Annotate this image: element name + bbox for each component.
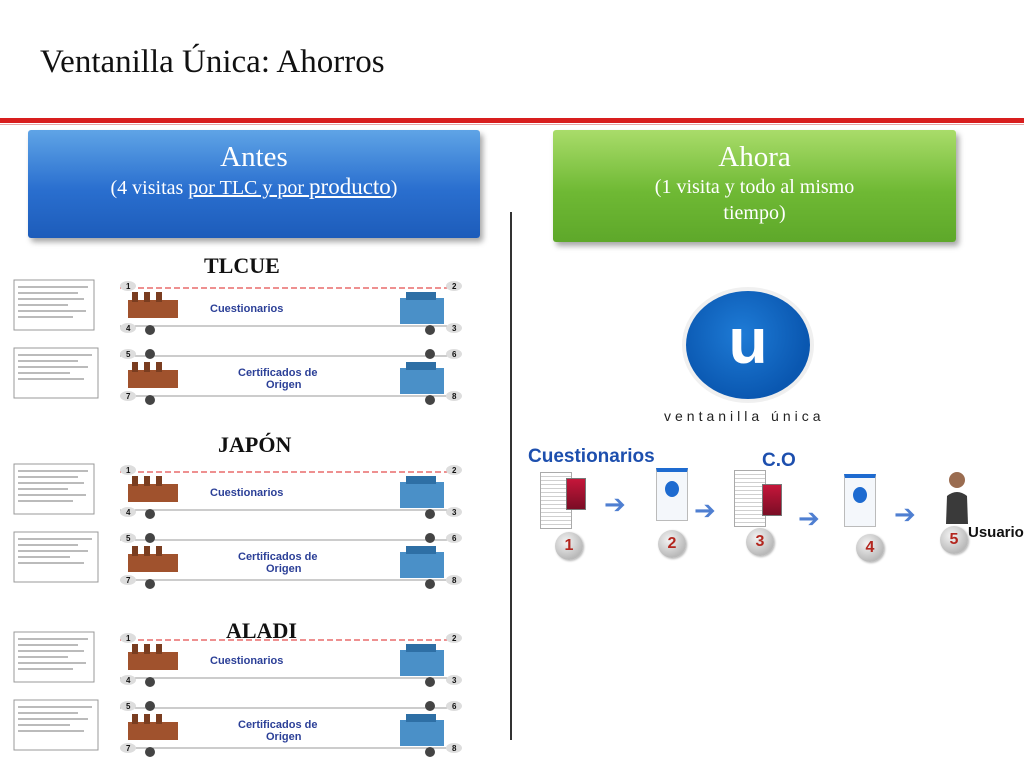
svg-text:5: 5 xyxy=(126,350,131,359)
column-divider xyxy=(510,212,512,740)
svg-text:8: 8 xyxy=(452,576,457,585)
flow-co-label: C.O xyxy=(762,450,796,471)
antes-subtitle: (4 visitas por TLC y por producto) xyxy=(28,174,480,201)
diagram-certificados-label: Certificados de xyxy=(238,367,317,379)
flow-arrow-1-icon: ➔ xyxy=(604,490,626,520)
svg-text:4: 4 xyxy=(126,508,131,517)
ventanilla-form-icon-2 xyxy=(844,474,876,527)
svg-text:6: 6 xyxy=(452,534,457,543)
flow-arrow-3-icon: ➔ xyxy=(798,504,820,534)
flow-step-3: 3 xyxy=(746,528,774,556)
flow-step-2: 2 xyxy=(658,530,686,558)
ahora-sub-line2: tiempo) xyxy=(723,202,786,224)
antes-sub-underlined: por TLC y por xyxy=(188,177,310,199)
svg-text:6: 6 xyxy=(452,350,457,359)
diagram-origen-label: Origen xyxy=(266,379,302,391)
svg-text:1: 1 xyxy=(126,634,131,643)
antes-sub-prefix: (4 visitas xyxy=(110,177,189,199)
antes-box: Antes (4 visitas por TLC y por producto) xyxy=(28,130,480,238)
svg-text:4: 4 xyxy=(126,676,131,685)
factory-icon xyxy=(128,476,178,572)
svg-text:2: 2 xyxy=(452,282,457,291)
flow-cuestionarios-label: Cuestionarios xyxy=(528,446,655,467)
section-label-japon: JAPÓN xyxy=(218,432,292,457)
svg-text:8: 8 xyxy=(452,744,457,753)
title-divider-shadow xyxy=(0,124,1024,125)
svg-text:3: 3 xyxy=(452,508,457,517)
flow-step-1: 1 xyxy=(555,532,583,560)
flow-usuario-label: Usuario xyxy=(968,524,1024,541)
diagram-1: 1 2 3 4 5 6 7 8 Cuestionarios Certificad… xyxy=(10,462,485,612)
flow-arrow-2-icon: ➔ xyxy=(694,496,716,526)
ventanilla-form-icon-1 xyxy=(656,468,688,521)
svg-text:5: 5 xyxy=(126,534,131,543)
factory-icon xyxy=(128,644,178,740)
diagram-cuestionarios-label: Cuestionarios xyxy=(210,487,283,499)
svg-text:6: 6 xyxy=(452,702,457,711)
svg-text:4: 4 xyxy=(126,324,131,333)
diagram-origen-label: Origen xyxy=(266,731,302,743)
building-icon xyxy=(400,292,444,394)
svg-text:7: 7 xyxy=(126,576,131,585)
diagram-certificados-label: Certificados de xyxy=(238,551,317,563)
diagram-certificados-label: Certificados de xyxy=(238,719,317,731)
svg-text:7: 7 xyxy=(126,744,131,753)
ventanilla-logo-icon: u xyxy=(686,291,810,399)
building-icon xyxy=(400,644,444,746)
flow-arrow-4-icon: ➔ xyxy=(894,500,916,530)
antes-heading: Antes xyxy=(220,141,288,173)
svg-text:3: 3 xyxy=(452,676,457,685)
svg-text:2: 2 xyxy=(452,466,457,475)
svg-text:3: 3 xyxy=(452,324,457,333)
ahora-heading: Ahora xyxy=(718,141,791,173)
ahora-sub-line1: (1 visita y todo al mismo xyxy=(654,176,855,198)
paper-docs-icon xyxy=(13,631,99,751)
svg-text:1: 1 xyxy=(126,466,131,475)
certificate-doc-icon xyxy=(734,470,766,527)
title-divider xyxy=(0,118,1024,123)
svg-text:5: 5 xyxy=(126,702,131,711)
flow-step-4: 4 xyxy=(856,534,884,562)
svg-text:2: 2 xyxy=(452,634,457,643)
building-icon xyxy=(400,476,444,578)
antes-sub-producto: producto xyxy=(309,174,391,199)
paper-docs-icon xyxy=(13,279,99,399)
diagram-cuestionarios-label: Cuestionarios xyxy=(210,655,283,667)
user-icon xyxy=(944,470,970,524)
person-icons xyxy=(145,509,435,589)
questionnaire-red-doc-icon xyxy=(566,478,586,510)
diagram-2: 1 2 3 4 5 6 7 8 Cuestionarios Certificad… xyxy=(10,630,485,780)
certificate-red-doc-icon xyxy=(762,484,782,516)
flow-step-5: 5 xyxy=(940,526,968,554)
diagram-0: 1 2 3 4 5 6 7 8 Cuestionarios Certificad… xyxy=(10,278,485,428)
svg-text:7: 7 xyxy=(126,392,131,401)
svg-text:8: 8 xyxy=(452,392,457,401)
person-icons xyxy=(145,325,435,405)
antes-sub-suffix: ) xyxy=(390,177,398,199)
diagram-cuestionarios-label: Cuestionarios xyxy=(210,303,283,315)
step-number-icons: 1 2 3 4 5 6 7 8 xyxy=(120,281,462,401)
section-label-tlcue: TLCUE xyxy=(204,253,280,278)
section-label-aladi: ALADI xyxy=(226,618,297,643)
paper-docs-icon xyxy=(13,463,99,583)
svg-text:1: 1 xyxy=(126,282,131,291)
logo-letter: u xyxy=(728,305,768,377)
factory-icon xyxy=(128,292,178,388)
slide-title: Ventanilla Única: Ahorros xyxy=(40,44,385,80)
diagram-origen-label: Origen xyxy=(266,563,302,575)
step-number-icons: 1 2 3 4 5 6 7 8 xyxy=(120,633,462,753)
logo-text: ventanilla única xyxy=(664,408,825,424)
step-number-icons: 1 2 3 4 5 6 7 8 xyxy=(120,465,462,585)
person-icons xyxy=(145,677,435,757)
ahora-box: Ahora (1 visita y todo al mismo tiempo) xyxy=(553,130,956,242)
